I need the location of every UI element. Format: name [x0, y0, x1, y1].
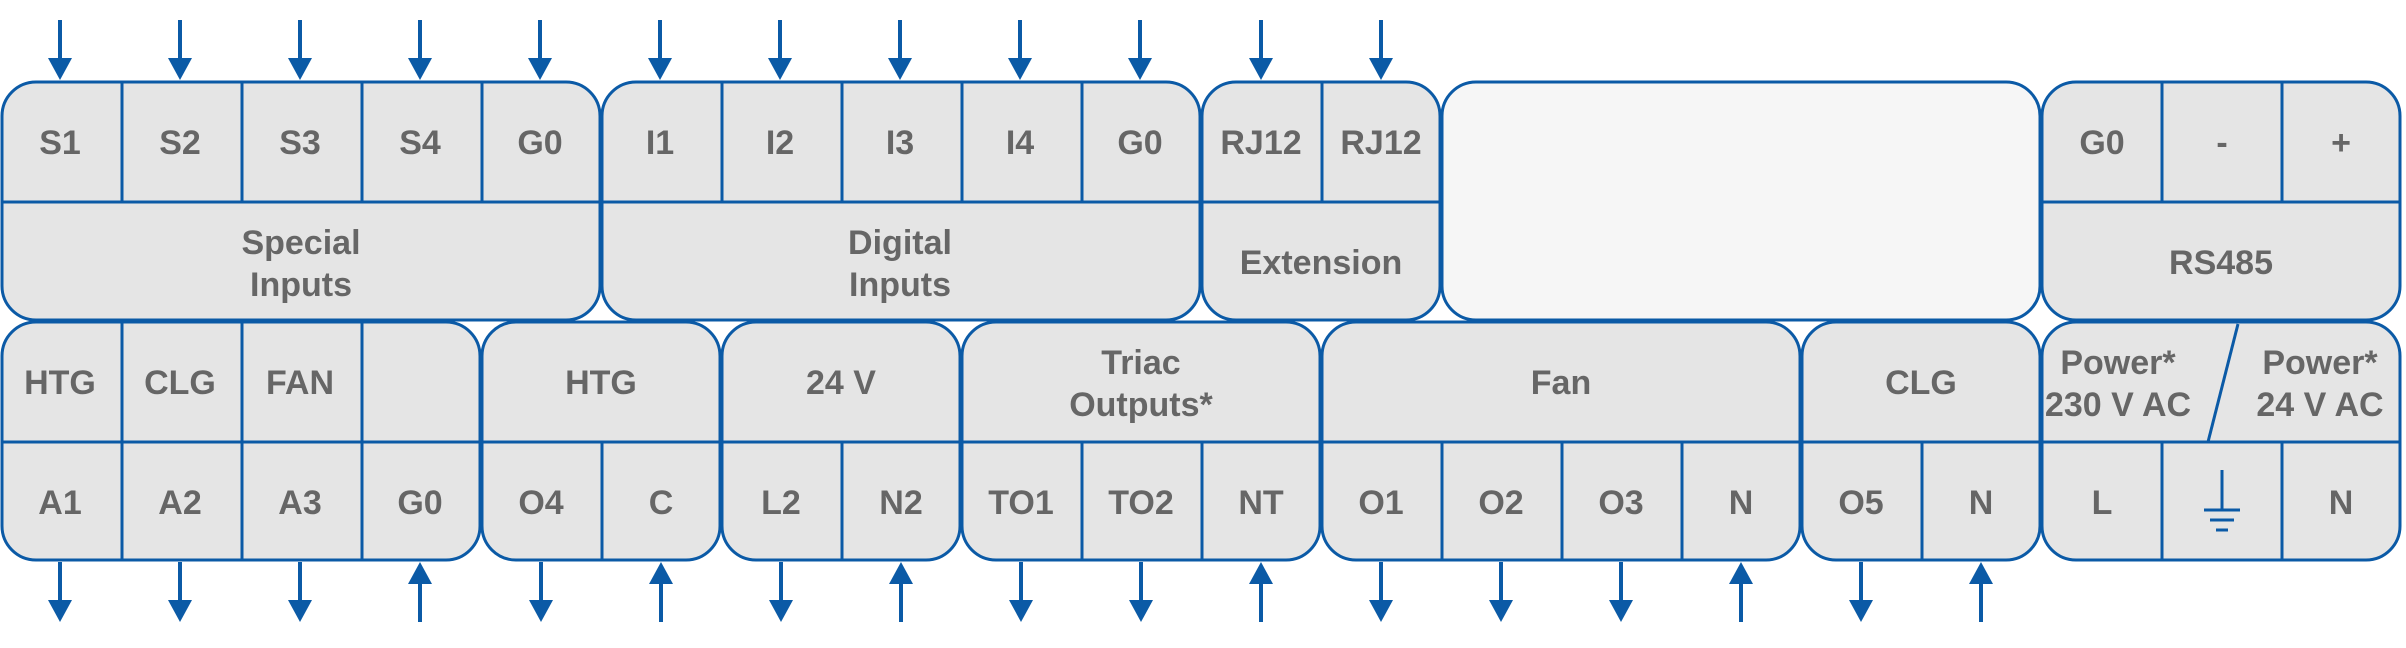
top-arrow-8 — [888, 20, 912, 80]
bottom-arrows — [48, 562, 1993, 622]
bottom-dividers — [2, 322, 2400, 560]
bottom-arrow-10 — [1129, 562, 1153, 622]
terminal-N-clg: N — [1969, 484, 1994, 522]
fan-label-2: Fan — [1531, 364, 1591, 402]
bottom-arrow-6 — [649, 562, 673, 622]
top-arrow-5 — [528, 20, 552, 80]
terminal-O4: O4 — [518, 484, 563, 522]
top-arrow-12 — [1369, 20, 1393, 80]
bottom-arrow-13 — [1489, 562, 1513, 622]
bottom-arrow-8 — [889, 562, 913, 622]
bottom-arrow-1 — [48, 562, 72, 622]
bottom-arrow-12 — [1369, 562, 1393, 622]
bottom-arrow-5 — [529, 562, 553, 622]
bottom-arrow-4 — [408, 562, 432, 622]
terminal-NT: NT — [1238, 484, 1284, 522]
power-24-label-line2: 24 V AC — [2256, 386, 2383, 424]
bottom-arrow-7 — [769, 562, 793, 622]
top-arrow-11 — [1249, 20, 1273, 80]
terminal-RJ12-2: RJ12 — [1340, 124, 1421, 162]
terminal-L: L — [2092, 484, 2113, 522]
fan-label-1: FAN — [266, 364, 334, 402]
terminal-G0-special: G0 — [517, 124, 562, 162]
terminal-A1: A1 — [38, 484, 81, 522]
terminal-I4: I4 — [1006, 124, 1034, 162]
bottom-arrow-2 — [168, 562, 192, 622]
top-arrows — [48, 20, 1393, 80]
terminal-plus: + — [2331, 124, 2351, 162]
extension-label: Extension — [1240, 244, 1402, 282]
bottom-arrow-14 — [1609, 562, 1633, 622]
bottom-arrow-9 — [1009, 562, 1033, 622]
top-arrow-7 — [768, 20, 792, 80]
terminal-TO2: TO2 — [1108, 484, 1174, 522]
terminal-S4: S4 — [399, 124, 441, 162]
top-arrow-4 — [408, 20, 432, 80]
clg-label-1: CLG — [144, 364, 216, 402]
terminal-L2: L2 — [761, 484, 801, 522]
top-arrow-6 — [648, 20, 672, 80]
digital-inputs-label-line1: Digital — [848, 224, 952, 262]
bottom-arrow-15 — [1729, 562, 1753, 622]
bottom-arrow-17 — [1969, 562, 1993, 622]
bottom-arrow-16 — [1849, 562, 1873, 622]
rs485-label: RS485 — [2169, 244, 2273, 282]
terminal-RJ12-1: RJ12 — [1220, 124, 1301, 162]
terminal-minus: - — [2216, 124, 2227, 162]
terminal-G0-analog: G0 — [397, 484, 442, 522]
terminal-I2: I2 — [766, 124, 794, 162]
triac-label-line1: Triac — [1101, 344, 1180, 382]
bottom-arrow-11 — [1249, 562, 1273, 622]
v24-label: 24 V — [806, 364, 876, 402]
bottom-arrow-3 — [288, 562, 312, 622]
top-dividers — [2, 82, 2400, 204]
terminal-S2: S2 — [159, 124, 201, 162]
top-arrow-9 — [1008, 20, 1032, 80]
power-24-label-line1: Power* — [2262, 344, 2378, 382]
terminal-O2: O2 — [1478, 484, 1523, 522]
terminal-N-fan: N — [1729, 484, 1754, 522]
digital-inputs-label-line2: Inputs — [849, 266, 951, 304]
top-arrow-10 — [1128, 20, 1152, 80]
earth-ground-icon — [2204, 470, 2240, 532]
terminal-A3: A3 — [278, 484, 321, 522]
terminal-O5: O5 — [1838, 484, 1883, 522]
display-area — [1440, 80, 2042, 322]
power-230-label-line2: 230 V AC — [2045, 386, 2191, 424]
terminal-I1: I1 — [646, 124, 674, 162]
terminal-S1: S1 — [39, 124, 81, 162]
terminal-A2: A2 — [158, 484, 201, 522]
top-arrow-3 — [288, 20, 312, 80]
triac-label-line2: Outputs* — [1069, 386, 1213, 424]
top-arrow-2 — [168, 20, 192, 80]
terminal-O1: O1 — [1358, 484, 1403, 522]
terminal-S3: S3 — [279, 124, 321, 162]
special-inputs-label-line2: Inputs — [250, 266, 352, 304]
terminal-N2: N2 — [879, 484, 922, 522]
terminal-I3: I3 — [886, 124, 914, 162]
terminal-G0-rs485: G0 — [2079, 124, 2124, 162]
terminal-O3: O3 — [1598, 484, 1643, 522]
htg-label-2: HTG — [565, 364, 637, 402]
special-inputs-label-line1: Special — [241, 224, 360, 262]
terminal-TO1: TO1 — [988, 484, 1054, 522]
terminal-N-power: N — [2329, 484, 2354, 522]
power-230-label-line1: Power* — [2060, 344, 2176, 382]
top-arrow-1 — [48, 20, 72, 80]
clg-label-2: CLG — [1885, 364, 1957, 402]
terminal-G0-digital: G0 — [1117, 124, 1162, 162]
terminal-C: C — [649, 484, 674, 522]
htg-label-1: HTG — [24, 364, 96, 402]
